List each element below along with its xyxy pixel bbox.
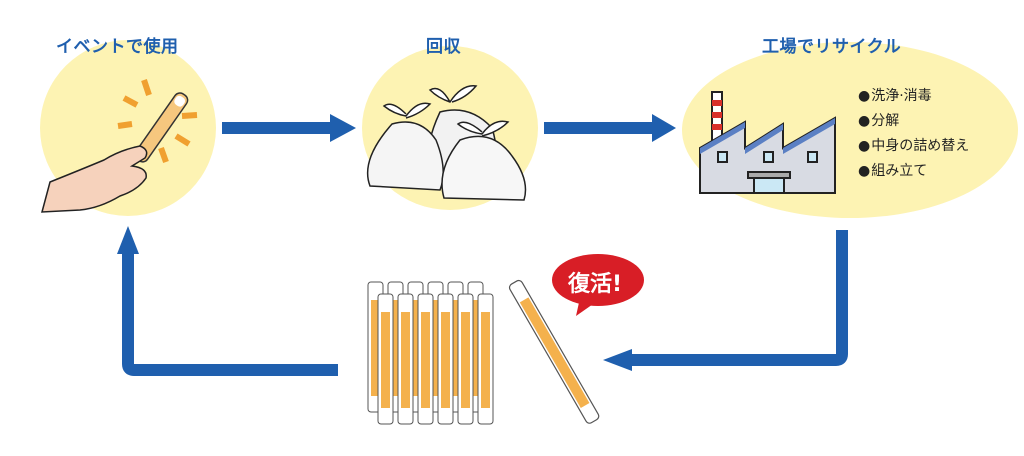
hand-holding-glowstick-icon	[41, 79, 198, 213]
recycle-process-list: 洗浄·消毒 分解 中身の詰め替え 組み立て	[858, 84, 969, 184]
step3-title: 工場でリサイクル	[762, 37, 902, 57]
glowstick	[397, 293, 414, 425]
factory-icon	[699, 91, 836, 194]
glowstick	[417, 293, 434, 425]
revival-bubble-text: 復活!	[568, 272, 623, 297]
glowstick	[377, 293, 394, 425]
glowstick	[457, 293, 474, 425]
process-item: 分解	[858, 109, 969, 134]
step1-title: イベントで使用	[56, 37, 179, 57]
step2-title: 回収	[426, 37, 461, 57]
process-item: 中身の詰め替え	[858, 134, 969, 159]
revived-glowstick-icon	[508, 279, 600, 424]
glowsticks-bundle-icon	[367, 281, 494, 425]
arrow-step1-to-step2	[222, 114, 356, 142]
process-item: 組み立て	[858, 159, 969, 184]
revival-speech-bubble	[552, 254, 644, 316]
arrow-revival-to-step1	[122, 250, 338, 376]
process-item: 洗浄·消毒	[858, 84, 969, 109]
arrow-step2-to-step3	[544, 114, 676, 142]
garbage-bags-icon	[366, 85, 527, 201]
glowstick	[437, 293, 454, 425]
arrow-step3-to-revival	[630, 230, 848, 366]
arrow-revival-to-step1-head	[117, 226, 139, 254]
arrow-step3-to-revival-head	[603, 349, 632, 371]
glowstick	[477, 293, 494, 425]
